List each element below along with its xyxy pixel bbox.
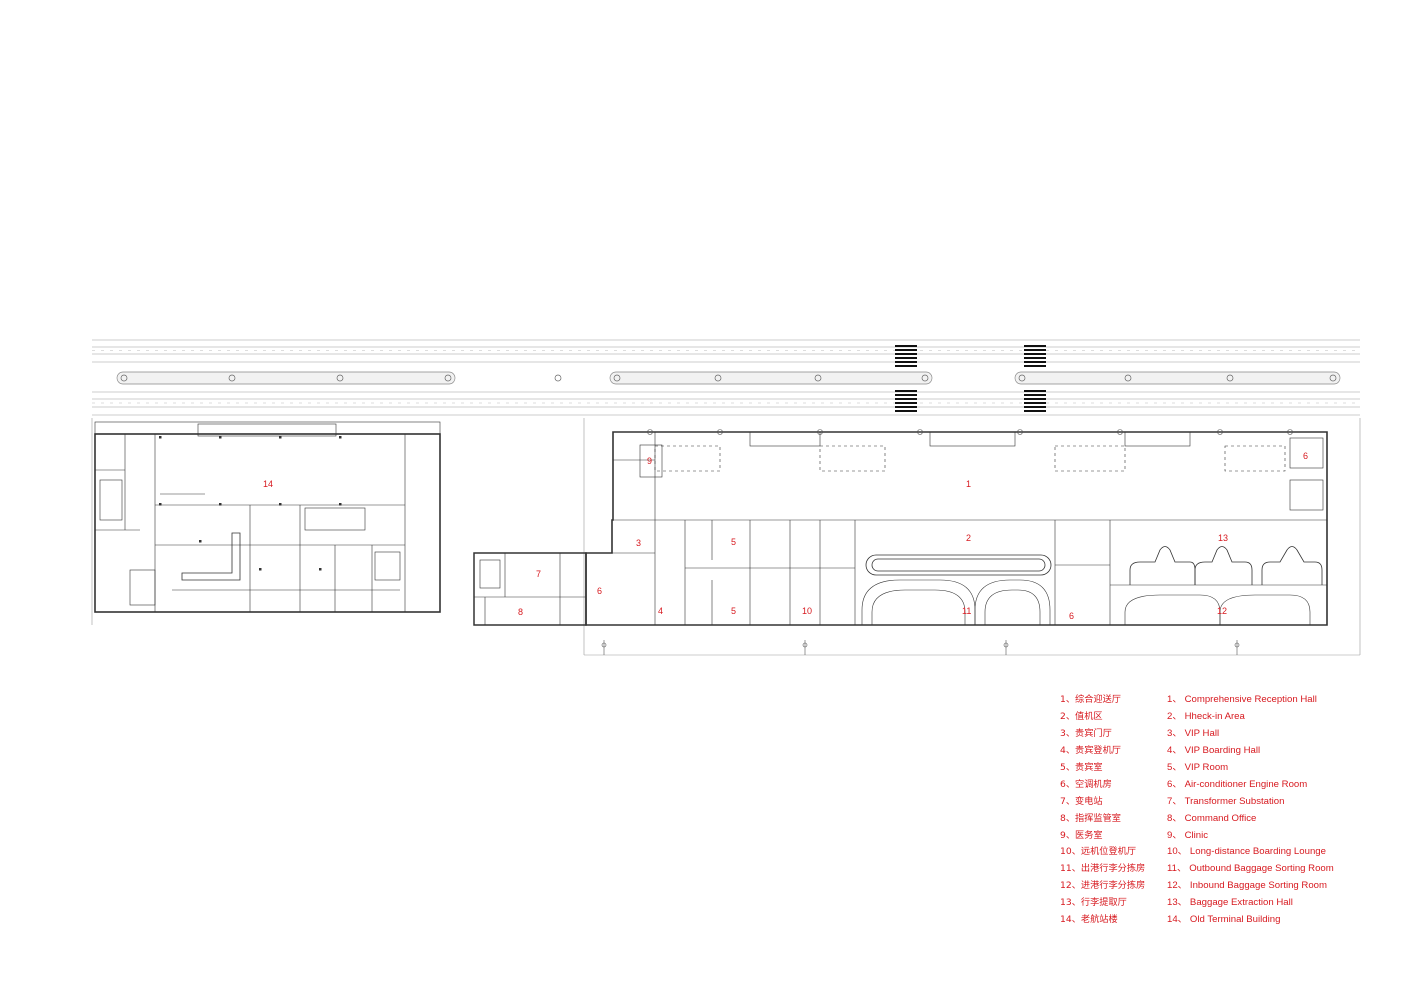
legend-item: 5、贵宾室 5、 VIP Room [1060, 758, 1390, 775]
room-label-11: 11 [962, 606, 971, 616]
legend-item: 3、贵宾门厅 3、 VIP Hall [1060, 724, 1390, 741]
legend-en: 13、 Baggage Extraction Hall [1167, 897, 1293, 909]
legend-en: 5、 VIP Room [1167, 762, 1229, 773]
legend-zh: 2、值机区 [1060, 711, 1103, 723]
room-label-5b: 5 [731, 606, 736, 616]
room-label-6a: 6 [597, 586, 602, 596]
legend-item: 10、远机位登机厅 10、 Long-distance Boarding Loun… [1060, 842, 1390, 859]
room-label-6c: 6 [1303, 451, 1308, 461]
legend-zh: 11、出港行李分拣房 [1060, 863, 1146, 875]
room-label-6b: 6 [1069, 611, 1074, 621]
room-number-labels: 1 2 3 4 5 5 6 6 6 7 8 9 10 11 12 13 14 [263, 451, 1308, 621]
legend-zh: 10、远机位登机厅 [1060, 846, 1137, 858]
legend-en: 4、 VIP Boarding Hall [1167, 745, 1261, 757]
legend-zh: 5、贵宾室 [1060, 762, 1103, 773]
legend-en: 12、 Inbound Baggage Sorting Room [1167, 880, 1328, 892]
connector-block [473, 552, 587, 626]
sorting-loops [861, 579, 1311, 625]
legend-en: 14、 Old Terminal Building [1167, 914, 1281, 926]
room-label-10: 10 [802, 606, 812, 616]
room-label-3: 3 [636, 538, 641, 548]
room-label-1: 1 [966, 479, 971, 489]
legend-en: 9、 Clinic [1167, 829, 1209, 841]
legend-en: 3、 VIP Hall [1167, 728, 1220, 740]
legend-zh: 6、空调机房 [1060, 778, 1112, 790]
planter-trees [120, 374, 1337, 382]
legend-item: 4、贵宾登机厅 4、 VIP Boarding Hall [1060, 741, 1390, 758]
room-label-12: 12 [1217, 606, 1227, 616]
room-label-7: 7 [536, 569, 541, 579]
legend-en: 8、 Command Office [1167, 812, 1257, 824]
legend-en: 1、 Comprehensive Reception Hall [1167, 694, 1317, 706]
legend-zh: 3、贵宾门厅 [1060, 728, 1112, 740]
legend-zh: 8、指挥监管室 [1060, 812, 1121, 824]
legend-zh: 1、综合迎送厅 [1060, 694, 1121, 706]
room-label-8: 8 [518, 607, 523, 617]
room-label-14: 14 [263, 479, 273, 489]
legend-en: 2、 Hheck-in Area [1167, 711, 1245, 723]
room-label-4: 4 [658, 606, 663, 616]
road-lines [91, 339, 1361, 656]
legend-item: 11、出港行李分拣房 11、 Outbound Baggage Sorting R… [1060, 859, 1390, 876]
legend-zh: 4、贵宾登机厅 [1060, 745, 1121, 757]
legend-zh: 7、变电站 [1060, 795, 1103, 807]
legend-en: 6、 Air-conditioner Engine Room [1167, 778, 1308, 790]
legend-zh: 9、医务室 [1060, 829, 1103, 841]
legend-item: 6、空调机房 6、 Air-conditioner Engine Room [1060, 774, 1390, 791]
old-terminal-building [94, 421, 441, 613]
legend-item: 2、值机区 2、 Hheck-in Area [1060, 707, 1390, 724]
room-legend: 1、综合迎送厅 1、 Comprehensive Reception Hall 2… [1060, 690, 1390, 926]
new-terminal-building [585, 429, 1328, 626]
room-label-9: 9 [647, 456, 652, 466]
legend-zh: 12、进港行李分拣房 [1060, 880, 1146, 892]
legend-item: 13、行李提取厅 13、 Baggage Extraction Hall [1060, 893, 1390, 910]
room-label-5a: 5 [731, 537, 736, 547]
legend-zh: 13、行李提取厅 [1060, 897, 1127, 909]
room-label-2: 2 [966, 533, 971, 543]
legend-item: 14、老航站楼 14、 Old Terminal Building [1060, 910, 1390, 927]
zebra-crossings [895, 345, 1046, 412]
legend-item: 9、医务室 9、 Clinic [1060, 825, 1390, 842]
legend-item: 8、指挥监管室 8、 Command Office [1060, 808, 1390, 825]
planter-islands [116, 371, 1341, 385]
room-label-13: 13 [1218, 533, 1228, 543]
apron-markers [601, 640, 1240, 655]
legend-item: 7、变电站 7、 Transformer Substation [1060, 791, 1390, 808]
baggage-carousels [865, 546, 1323, 585]
legend-item: 1、综合迎送厅 1、 Comprehensive Reception Hall [1060, 690, 1390, 707]
legend-en: 7、 Transformer Substation [1167, 795, 1285, 807]
legend-en: 10、 Long-distance Boarding Lounge [1167, 846, 1326, 858]
legend-en: 11、 Outbound Baggage Sorting Room [1167, 863, 1334, 875]
legend-item: 12、进港行李分拣房 12、 Inbound Baggage Sorting Ro… [1060, 876, 1390, 893]
legend-zh: 14、老航站楼 [1060, 914, 1118, 926]
